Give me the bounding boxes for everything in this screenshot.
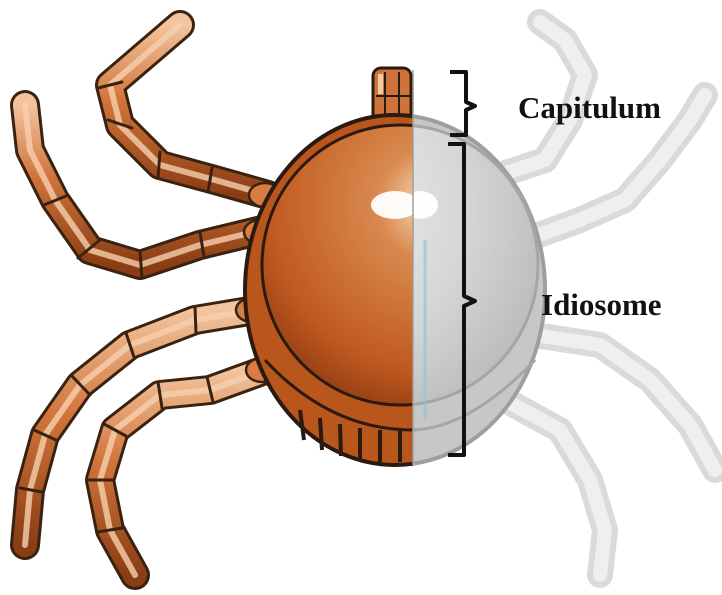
capitulum-label: Capitulum — [518, 92, 661, 123]
capitulum-bracket — [450, 72, 475, 135]
leg-1 — [110, 25, 268, 195]
left-legs — [20, 25, 281, 575]
idiosome-label: Idiosome — [541, 289, 662, 320]
idiosome-shape — [245, 70, 545, 465]
leg-4 — [100, 370, 265, 575]
